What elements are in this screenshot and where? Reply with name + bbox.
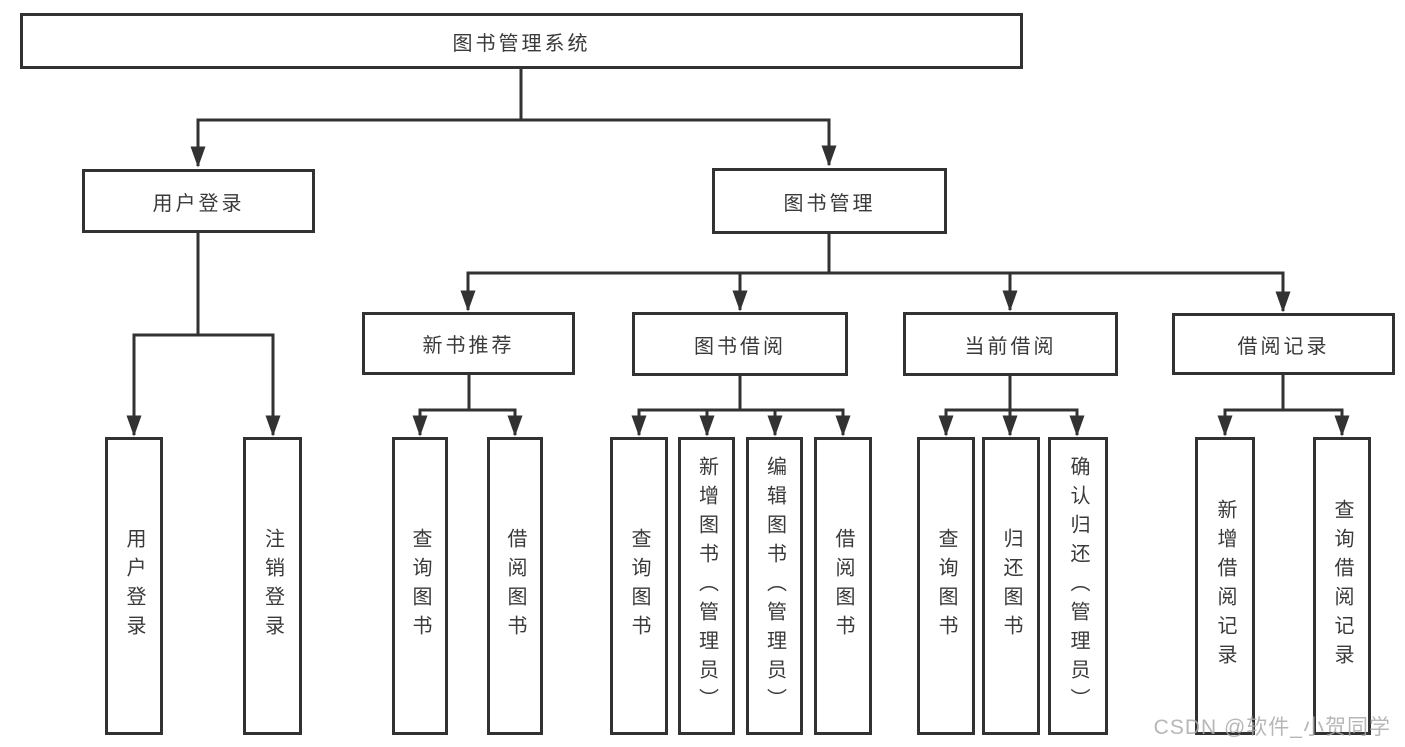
node-new-book-recommend-label: 新书推荐	[422, 335, 515, 357]
leaf-add-borrow-record-label: 新增借阅记录	[1214, 499, 1236, 673]
node-root: 图书管理系统	[20, 13, 1023, 69]
leaf-query-borrow-record-label: 查询借阅记录	[1331, 499, 1353, 673]
leaf-confirm-return-admin-label: 确认归还（管理员）	[1067, 455, 1089, 717]
leaf-query-borrow-record: 查询借阅记录	[1313, 437, 1371, 735]
leaf-return-book: 归还图书	[982, 437, 1040, 735]
node-user-login-label: 用户登录	[152, 192, 245, 215]
node-current-borrow: 当前借阅	[903, 312, 1118, 376]
leaf-user-login-label: 用户登录	[123, 528, 145, 644]
leaf-logout: 注销登录	[243, 437, 302, 735]
node-new-book-recommend: 新书推荐	[362, 312, 575, 375]
node-book-management-label: 图书管理	[783, 192, 876, 215]
watermark: CSDN @软件_小贺同学	[1153, 716, 1391, 739]
node-user-login: 用户登录	[82, 169, 315, 233]
leaf-query-books-recommend: 查询图书	[392, 437, 448, 735]
node-current-borrow-label: 当前借阅	[964, 335, 1057, 358]
leaf-query-books-current: 查询图书	[917, 437, 975, 735]
node-borrow-records: 借阅记录	[1172, 313, 1395, 375]
leaf-borrow-books-recommend-label: 借阅图书	[504, 528, 526, 644]
leaf-user-login: 用户登录	[105, 437, 163, 735]
leaf-query-books-current-label: 查询图书	[935, 528, 957, 644]
node-root-label: 图书管理系统	[452, 32, 591, 55]
leaf-add-book-admin: 新增图书（管理员）	[678, 437, 735, 735]
leaf-edit-book-admin-label: 编辑图书（管理员）	[763, 455, 786, 717]
leaf-borrow-books-label: 借阅图书	[832, 528, 854, 644]
leaf-edit-book-admin: 编辑图书（管理员）	[746, 437, 803, 735]
leaf-logout-label: 注销登录	[261, 528, 284, 644]
leaf-confirm-return-admin: 确认归还（管理员）	[1048, 437, 1108, 735]
leaf-add-borrow-record: 新增借阅记录	[1195, 437, 1255, 735]
leaf-add-book-admin-label: 新增图书（管理员）	[695, 455, 718, 717]
leaf-borrow-books-recommend: 借阅图书	[487, 437, 543, 735]
leaf-borrow-books: 借阅图书	[814, 437, 872, 735]
node-book-management: 图书管理	[712, 168, 947, 234]
node-book-borrow: 图书借阅	[632, 312, 848, 376]
leaf-query-books-borrow-label: 查询图书	[628, 528, 650, 644]
leaf-query-books-recommend-label: 查询图书	[409, 528, 431, 644]
node-borrow-records-label: 借阅记录	[1237, 335, 1330, 358]
leaf-query-books-borrow: 查询图书	[610, 437, 668, 735]
leaf-return-book-label: 归还图书	[1000, 528, 1022, 644]
node-book-borrow-label: 图书借阅	[694, 335, 786, 358]
